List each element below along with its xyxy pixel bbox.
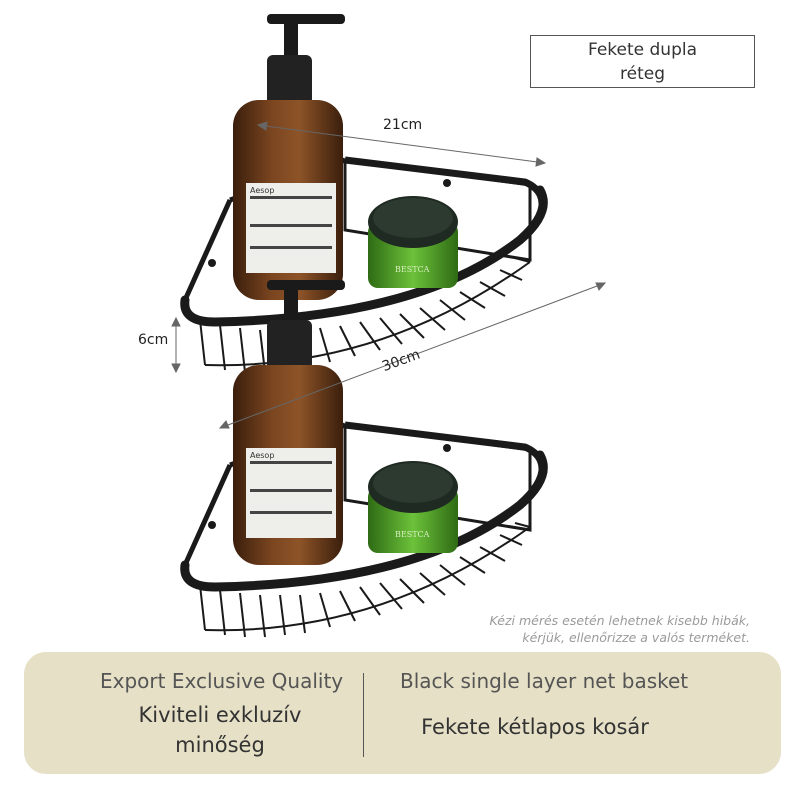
title-box: Fekete dupla réteg [530,35,755,88]
note-line2: kérjük, ellenőrizze a valós terméket. [522,630,750,645]
jar-brand-text: BESTCA [395,530,430,539]
bottle-upper: Aesop [233,14,345,300]
banner-left-english: Export Exclusive Quality [100,669,344,693]
bottle-lower: Aesop [233,280,345,565]
banner-left-hu-line2: minőség [175,733,265,757]
banner-left-hungarian: Kiviteli exkluzív minőség [110,700,330,760]
banner-left-hu-line1: Kiviteli exkluzív [138,703,302,727]
title-line2: réteg [620,63,665,84]
note-line1: Kézi mérés esetén lehetnek kisebb hibák, [489,613,750,628]
banner-divider [363,673,364,757]
measurement-note: Kézi mérés esetén lehetnek kisebb hibák,… [430,612,750,646]
bottle-brand-text: Aesop [250,186,274,195]
info-banner [24,652,781,774]
product-photo: BESTCA Aesop [171,14,607,638]
dimension-lines [171,121,607,429]
title-line1: Fekete dupla [587,39,698,60]
upper-basket [180,156,548,373]
lower-basket [180,421,548,638]
bottle-brand-text: Aesop [250,451,274,460]
jar-upper: BESTCA [368,196,458,288]
dimension-width-short: 21cm [383,117,423,133]
jar-lower: BESTCA [368,461,458,553]
dimension-height: 6cm [138,332,169,348]
banner-right-hungarian: Fekete kétlapos kosár [421,715,649,739]
banner-right-english: Black single layer net basket [400,669,689,693]
jar-brand-text: BESTCA [395,265,430,274]
